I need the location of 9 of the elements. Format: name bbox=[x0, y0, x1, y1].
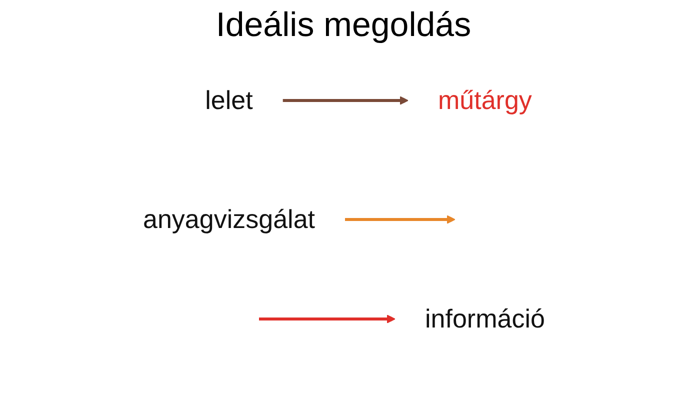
diagram-title: Ideális megoldás bbox=[214, 6, 472, 45]
node-text: anyagvizsgálat bbox=[142, 204, 315, 234]
arrow bbox=[344, 215, 455, 224]
node-text: műtárgy bbox=[438, 85, 532, 116]
node-text: információ bbox=[424, 304, 544, 334]
arrow bbox=[282, 96, 408, 106]
arrow bbox=[258, 314, 395, 324]
node-text: lelet bbox=[204, 85, 252, 116]
flow-diagram: lelet műtárgy anyagvizsgálat információ bbox=[104, 58, 582, 362]
